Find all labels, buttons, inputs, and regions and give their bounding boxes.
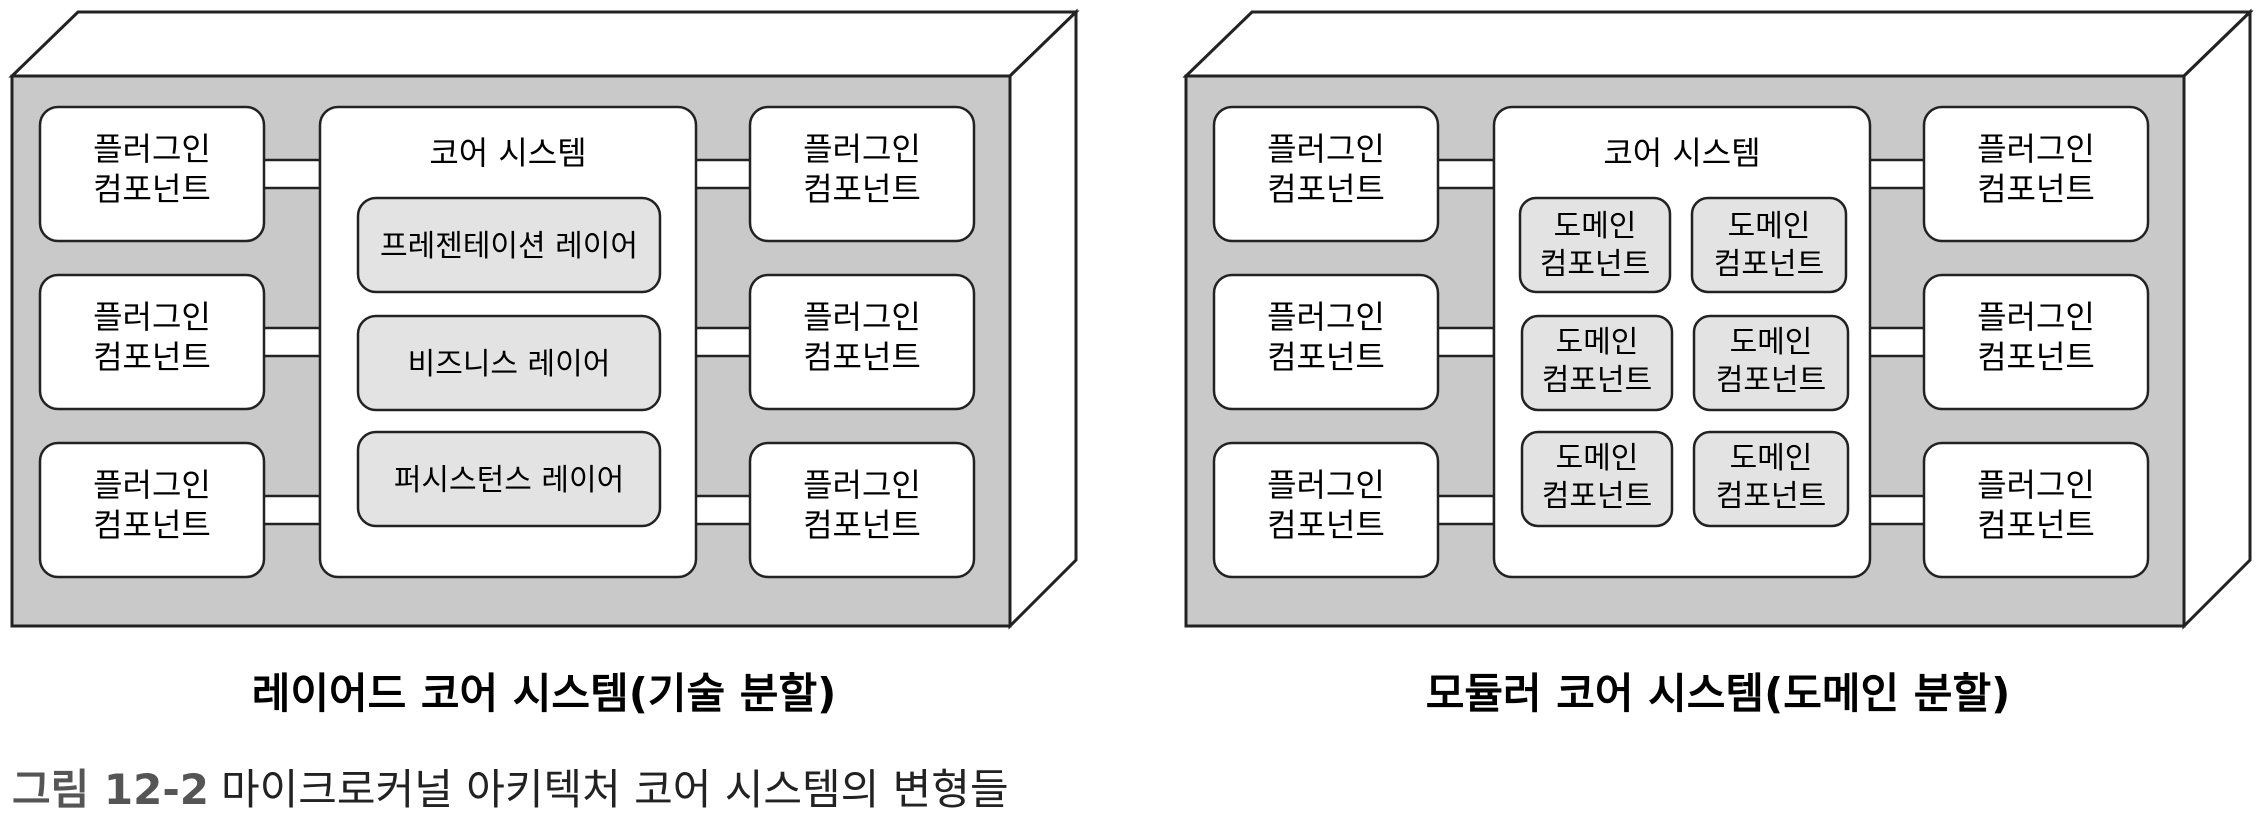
svg-text:플러그인: 플러그인: [1267, 298, 1385, 336]
svg-text:컴포넌트: 컴포넌트: [1542, 479, 1652, 514]
svg-text:도메인: 도메인: [1730, 325, 1813, 360]
plugin-label-line1: 플러그인: [93, 466, 211, 504]
svg-text:컴포넌트: 컴포넌트: [1716, 363, 1826, 398]
plugin-component: 플러그인 컴포넌트: [1212, 273, 1440, 411]
core-system-title: 코어 시스템: [429, 134, 586, 172]
svg-text:컴포넌트: 컴포넌트: [1542, 363, 1652, 398]
domain-component: 도메인 컴포넌트: [1692, 314, 1850, 412]
plugin-component: 플러그인 컴포넌트: [1922, 273, 2150, 411]
connector: [1434, 494, 1496, 526]
plugin-component: 플러그인 컴포넌트: [1922, 441, 2150, 579]
connector: [260, 326, 322, 358]
layer-label: 비즈니스 레이어: [408, 347, 611, 382]
box-side-face: [1008, 8, 1078, 630]
diagram-caption: 레이어드 코어 시스템(기술 분할): [252, 669, 837, 718]
plugin-label-line1: 플러그인: [803, 298, 921, 336]
core-system: 코어 시스템 도메인 컴포넌트 도메인 컴포넌트 도메인 컴포넌트 도메인 컴포…: [1492, 105, 1872, 579]
svg-text:플러그인: 플러그인: [1977, 466, 2095, 504]
connector: [1866, 494, 1928, 526]
layer-label: 프레젠테이션 레이어: [380, 229, 638, 264]
svg-text:플러그인: 플러그인: [1977, 298, 2095, 336]
plugin-component: 플러그인 컴포넌트: [1212, 105, 1440, 243]
connector: [260, 494, 322, 526]
diagram-caption: 모듈러 코어 시스템(도메인 분할): [1426, 669, 2011, 718]
layer-box: [356, 314, 662, 412]
svg-text:도메인: 도메인: [1556, 325, 1639, 360]
plugin-label-line2: 컴포넌트: [93, 338, 211, 376]
svg-text:컴포넌트: 컴포넌트: [1714, 247, 1824, 282]
connector: [692, 326, 754, 358]
svg-text:컴포넌트: 컴포넌트: [1540, 247, 1650, 282]
svg-text:컴포넌트: 컴포넌트: [1977, 338, 2095, 376]
plugin-label-line2: 컴포넌트: [93, 170, 211, 208]
core-system-title: 코어 시스템: [1603, 134, 1760, 172]
plugin-label-line2: 컴포넌트: [803, 338, 921, 376]
domain-component: 도메인 컴포넌트: [1690, 196, 1848, 294]
plugin-component: 플러그인 컴포넌트: [38, 273, 266, 411]
connector: [1434, 158, 1496, 190]
figure-label: 그림 12-2: [12, 765, 210, 814]
core-system: 코어 시스템 프레젠테이션 레이어 비즈니스 레이어 퍼시스턴스 레이어: [318, 105, 698, 579]
figure-text: 마이크로커널 아키텍처 코어 시스템의 변형들: [221, 765, 1009, 814]
plugin-label-line2: 컴포넌트: [803, 170, 921, 208]
svg-text:컴포넌트: 컴포넌트: [1267, 338, 1385, 376]
domain-component: 도메인 컴포넌트: [1520, 314, 1674, 412]
connector: [1434, 326, 1496, 358]
plugin-label-line1: 플러그인: [803, 466, 921, 504]
connector: [692, 494, 754, 526]
svg-text:컴포넌트: 컴포넌트: [1267, 506, 1385, 544]
svg-text:플러그인: 플러그인: [1267, 466, 1385, 504]
plugin-component: 플러그인 컴포넌트: [748, 273, 976, 411]
svg-text:플러그인: 플러그인: [1977, 130, 2095, 168]
plugin-component: 플러그인 컴포넌트: [748, 441, 976, 579]
svg-text:도메인: 도메인: [1728, 209, 1811, 244]
svg-text:컴포넌트: 컴포넌트: [1716, 479, 1826, 514]
layer-label: 퍼시스턴스 레이어: [394, 463, 624, 498]
plugin-label-line2: 컴포넌트: [803, 506, 921, 544]
domain-component: 도메인 컴포넌트: [1518, 196, 1672, 294]
box-side-face: [2182, 8, 2252, 630]
plugin-label-line1: 플러그인: [93, 298, 211, 336]
box-top-face: [1182, 10, 2254, 78]
connector: [1866, 326, 1928, 358]
plugin-component: 플러그인 컴포넌트: [748, 105, 976, 243]
svg-text:도메인: 도메인: [1554, 209, 1637, 244]
svg-text:도메인: 도메인: [1730, 441, 1813, 476]
svg-text:컴포넌트: 컴포넌트: [1977, 506, 2095, 544]
connector: [260, 158, 322, 190]
domain-component: 도메인 컴포넌트: [1692, 430, 1850, 528]
plugin-component: 플러그인 컴포넌트: [1922, 105, 2150, 243]
layer-box: [356, 196, 662, 294]
layer-box: [356, 430, 662, 528]
domain-component: 도메인 컴포넌트: [1520, 430, 1674, 528]
modular-core-diagram: 플러그인 컴포넌트 플러그인 컴포넌트 플러그인 컴포넌트 플러그인 컴포넌트 …: [1182, 8, 2254, 718]
svg-text:컴포넌트: 컴포넌트: [1267, 170, 1385, 208]
plugin-component: 플러그인 컴포넌트: [38, 441, 266, 579]
svg-text:플러그인: 플러그인: [1267, 130, 1385, 168]
svg-text:도메인: 도메인: [1556, 441, 1639, 476]
plugin-component: 플러그인 컴포넌트: [38, 105, 266, 243]
plugin-label-line1: 플러그인: [803, 130, 921, 168]
plugin-component: 플러그인 컴포넌트: [1212, 441, 1440, 579]
connector: [692, 158, 754, 190]
plugin-label-line1: 플러그인: [93, 130, 211, 168]
svg-text:컴포넌트: 컴포넌트: [1977, 170, 2095, 208]
box-top-face: [8, 10, 1080, 78]
layered-core-diagram: 플러그인 컴포넌트 플러그인 컴포넌트 플러그인 컴포넌트 플러그인 컴포넌트 …: [8, 8, 1080, 718]
connector: [1866, 158, 1928, 190]
plugin-label-line2: 컴포넌트: [93, 506, 211, 544]
